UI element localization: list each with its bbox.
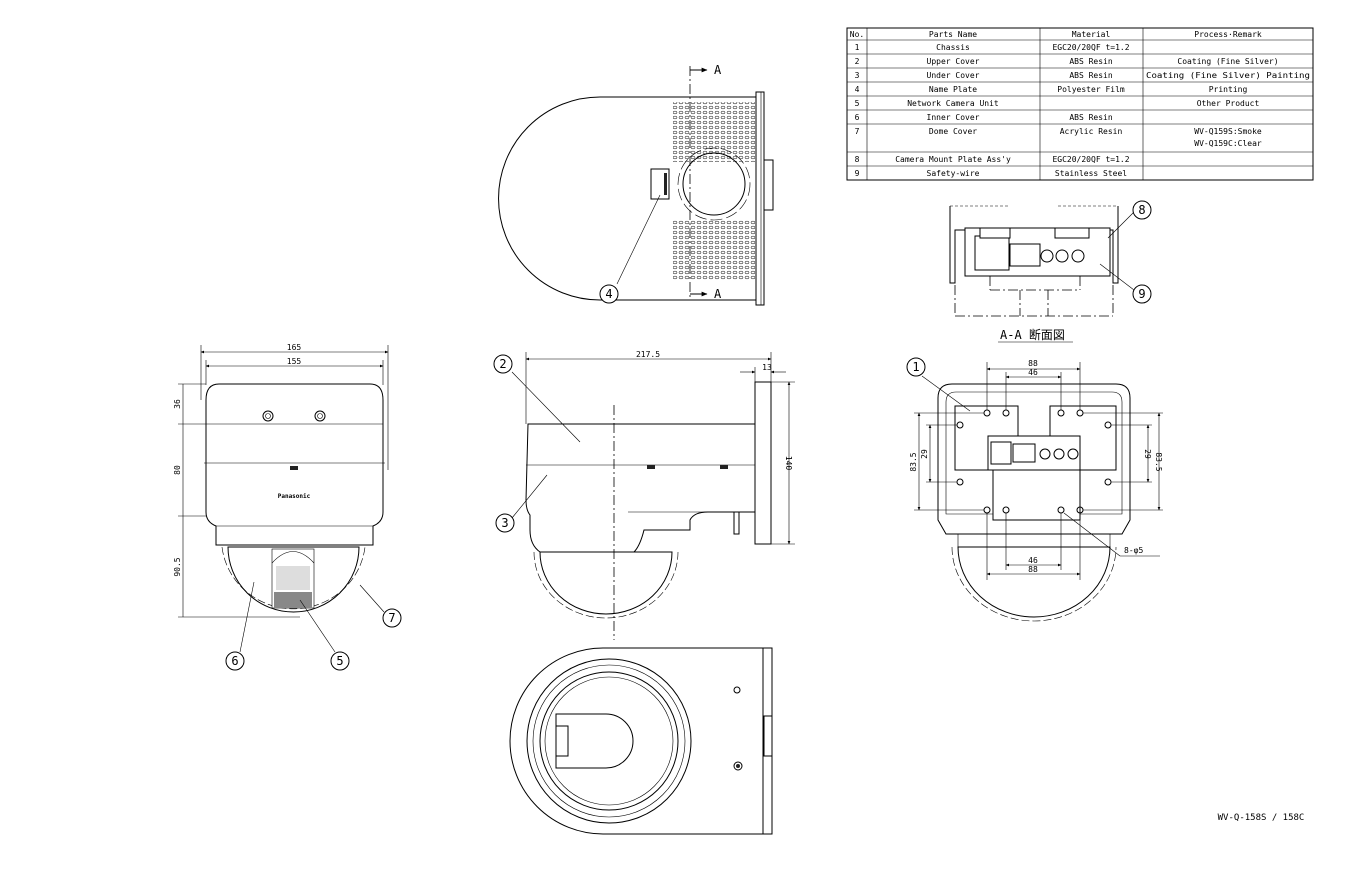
svg-text:ABS Resin: ABS Resin: [1069, 71, 1113, 80]
svg-text:4: 4: [605, 287, 612, 301]
callout-4: 4: [599, 284, 619, 304]
dim-front-h1: 36: [173, 399, 182, 409]
svg-text:Under Cover: Under Cover: [927, 71, 980, 80]
brand-logo: Panasonic: [278, 493, 311, 500]
dim-side-flange: 13: [762, 363, 772, 372]
svg-text:7: 7: [855, 127, 860, 136]
side-view: 217.5 13 140: [511, 350, 795, 640]
table-row: 7 Dome Cover Acrylic Resin WV-Q159S:Smok…: [855, 127, 1262, 148]
mount-plate-view: 88 46 46 88 83.5 29 29 83.5 8-φ5: [909, 359, 1163, 622]
section-view: A-A 断面図: [949, 205, 1135, 343]
svg-text:Stainless Steel: Stainless Steel: [1055, 169, 1127, 178]
front-view: Panasonic 165 155 36 80 90.5: [173, 343, 389, 653]
section-mark-bottom: A: [714, 287, 722, 301]
dim-front-h3: 90.5: [173, 557, 182, 576]
svg-text:8: 8: [1138, 203, 1145, 217]
dim-mount-left-inner: 29: [920, 449, 929, 459]
callout-9: 9: [1132, 284, 1152, 304]
svg-text:Other Product: Other Product: [1197, 99, 1260, 108]
dim-mount-top-outer: 88: [1028, 359, 1038, 368]
table-row: 3 Under Cover ABS Resin Coating (Fine Si…: [855, 71, 1311, 80]
table-row: 9 Safety-wire Stainless Steel: [855, 169, 1128, 178]
callout-2: 2: [493, 354, 513, 374]
svg-text:2: 2: [499, 357, 506, 371]
table-row: 6 Inner Cover ABS Resin: [855, 113, 1113, 122]
hole-spec-label: 8-φ5: [1124, 546, 1143, 555]
svg-text:EGC20/20QF t=1.2: EGC20/20QF t=1.2: [1052, 155, 1129, 164]
svg-text:5: 5: [336, 654, 343, 668]
svg-text:WV-Q159C:Clear: WV-Q159C:Clear: [1194, 139, 1262, 148]
dim-front-h2: 80: [173, 465, 182, 475]
table-row: 4 Name Plate Polyester Film Printing: [855, 85, 1248, 94]
top-view: A A: [498, 63, 774, 306]
callout-8: 8: [1132, 200, 1152, 220]
section-title: A-A 断面図: [1000, 327, 1065, 342]
svg-text:Coating (Fine Silver): Coating (Fine Silver): [1177, 57, 1278, 66]
svg-text:5: 5: [855, 99, 860, 108]
svg-text:Printing: Printing: [1209, 85, 1248, 94]
svg-text:4: 4: [855, 85, 860, 94]
svg-text:1: 1: [855, 43, 860, 52]
dim-mount-bottom-inner: 46: [1028, 556, 1038, 565]
dim-mount-left-outer: 83.5: [909, 452, 918, 471]
model-label: WV-Q-158S / 158C: [1218, 813, 1305, 823]
table-row: 8 Camera Mount Plate Ass'y EGC20/20QF t=…: [855, 155, 1130, 164]
svg-text:7: 7: [388, 611, 395, 625]
callout-5: 5: [330, 651, 350, 671]
parts-table: No. Parts Name Material Process·Remark 1…: [846, 27, 1314, 181]
svg-text:9: 9: [855, 169, 860, 178]
callout-1: 1: [906, 357, 926, 377]
section-mark-top: A: [714, 63, 722, 77]
dim-front-width-outer: 165: [287, 343, 302, 352]
table-header-no: No.: [850, 30, 864, 39]
dim-mount-top-inner: 46: [1028, 368, 1038, 377]
svg-text:9: 9: [1138, 287, 1145, 301]
dim-front-width-inner: 155: [287, 357, 302, 366]
dim-mount-bottom-outer: 88: [1028, 565, 1038, 574]
svg-text:Name Plate: Name Plate: [929, 85, 977, 94]
table-header-name: Parts Name: [929, 30, 977, 39]
svg-text:2: 2: [855, 57, 860, 66]
callout-7: 7: [382, 608, 402, 628]
svg-text:Camera Mount Plate Ass'y: Camera Mount Plate Ass'y: [895, 155, 1011, 164]
dim-side-length: 217.5: [636, 350, 660, 359]
svg-text:Inner Cover: Inner Cover: [927, 113, 980, 122]
table-row: 5 Network Camera Unit Other Product: [855, 99, 1260, 108]
svg-text:Chassis: Chassis: [936, 43, 970, 52]
svg-text:ABS Resin: ABS Resin: [1069, 113, 1113, 122]
svg-text:Dome Cover: Dome Cover: [929, 127, 977, 136]
table-row: 2 Upper Cover ABS Resin Coating (Fine Si…: [855, 57, 1279, 66]
svg-text:EGC20/20QF t=1.2: EGC20/20QF t=1.2: [1052, 43, 1129, 52]
svg-text:1: 1: [912, 360, 919, 374]
svg-text:Polyester Film: Polyester Film: [1057, 85, 1125, 94]
svg-text:Coating (Fine Silver) Painting: Coating (Fine Silver) Painting: [1146, 71, 1310, 80]
callout-6: 6: [225, 651, 245, 671]
dim-mount-right-inner: 29: [1143, 449, 1152, 459]
svg-text:3: 3: [501, 516, 508, 530]
svg-text:Acrylic Resin: Acrylic Resin: [1060, 127, 1123, 136]
callout-3: 3: [495, 513, 515, 533]
table-row: 1 Chassis EGC20/20QF t=1.2: [855, 43, 1130, 52]
svg-text:6: 6: [855, 113, 860, 122]
svg-text:6: 6: [231, 654, 238, 668]
bottom-view: [509, 647, 773, 835]
svg-text:WV-Q159S:Smoke: WV-Q159S:Smoke: [1194, 127, 1262, 136]
table-header-remark: Process·Remark: [1194, 30, 1262, 39]
svg-text:Network Camera Unit: Network Camera Unit: [907, 99, 999, 108]
dim-mount-right-outer: 83.5: [1154, 452, 1163, 471]
svg-text:3: 3: [855, 71, 860, 80]
dim-side-height: 140: [784, 456, 793, 471]
table-header-material: Material: [1072, 30, 1111, 39]
svg-text:Safety-wire: Safety-wire: [927, 169, 980, 178]
svg-text:Upper Cover: Upper Cover: [927, 57, 980, 66]
svg-text:8: 8: [855, 155, 860, 164]
svg-text:ABS Resin: ABS Resin: [1069, 57, 1113, 66]
